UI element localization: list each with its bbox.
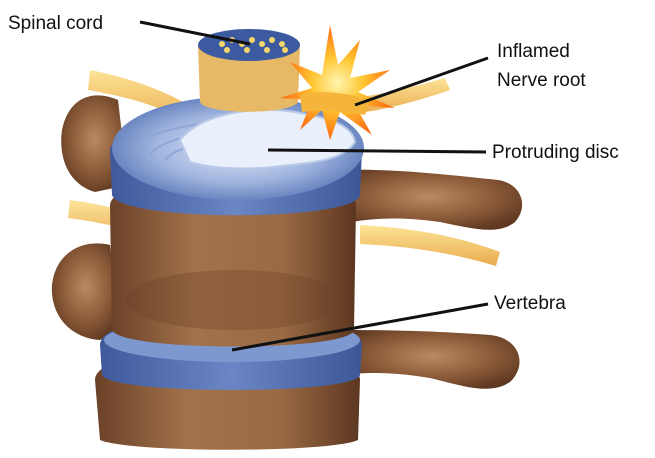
leader-line-protruding-disc xyxy=(268,150,486,152)
process-left-lower xyxy=(52,243,120,340)
label-inflamed-nerve-root: Inflamed Nerve root xyxy=(497,39,586,93)
nerve-root-right-lower xyxy=(360,225,500,266)
label-spinal-cord: Spinal cord xyxy=(8,11,103,36)
transverse-process-right-upper xyxy=(335,170,522,230)
transverse-process-right-lower xyxy=(345,330,520,389)
label-inflamed-line2: Nerve root xyxy=(497,68,586,93)
label-vertebra: Vertebra xyxy=(494,291,566,316)
label-inflamed-line1: Inflamed xyxy=(497,39,586,64)
vertebra-body-shade xyxy=(125,270,345,330)
label-protruding-disc: Protruding disc xyxy=(492,140,619,165)
